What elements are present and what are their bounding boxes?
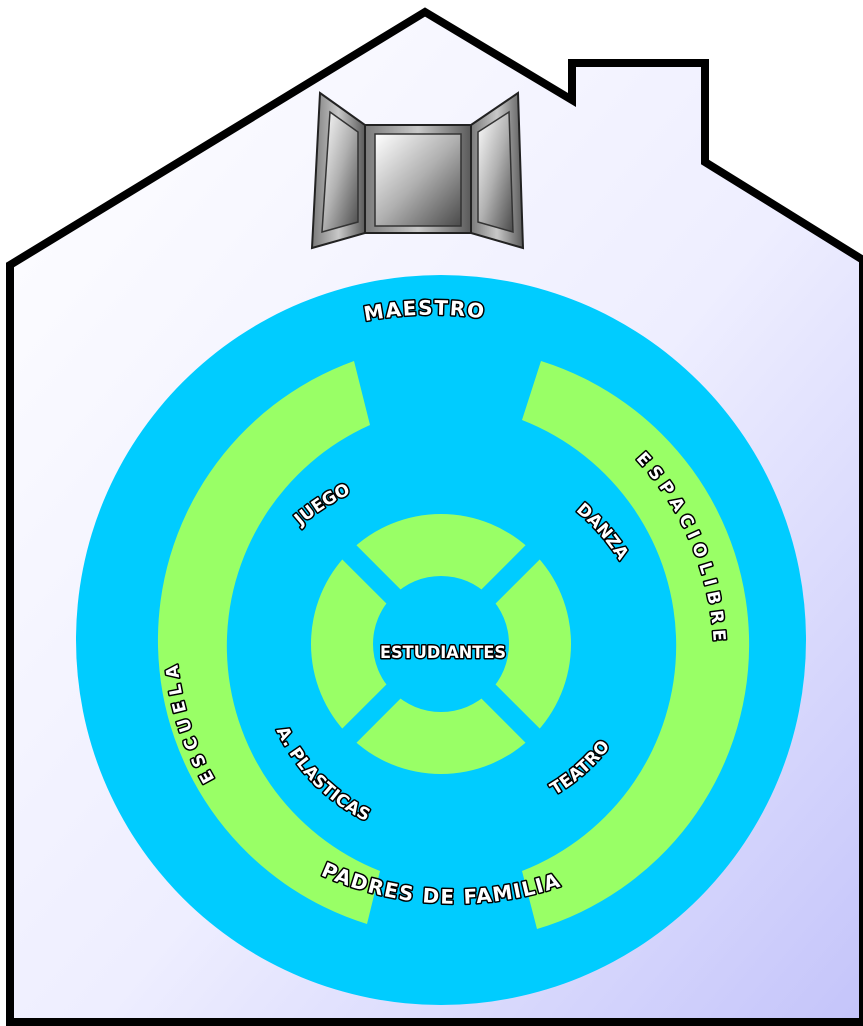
label-estudiantes: ESTUDIANTES <box>380 643 506 663</box>
